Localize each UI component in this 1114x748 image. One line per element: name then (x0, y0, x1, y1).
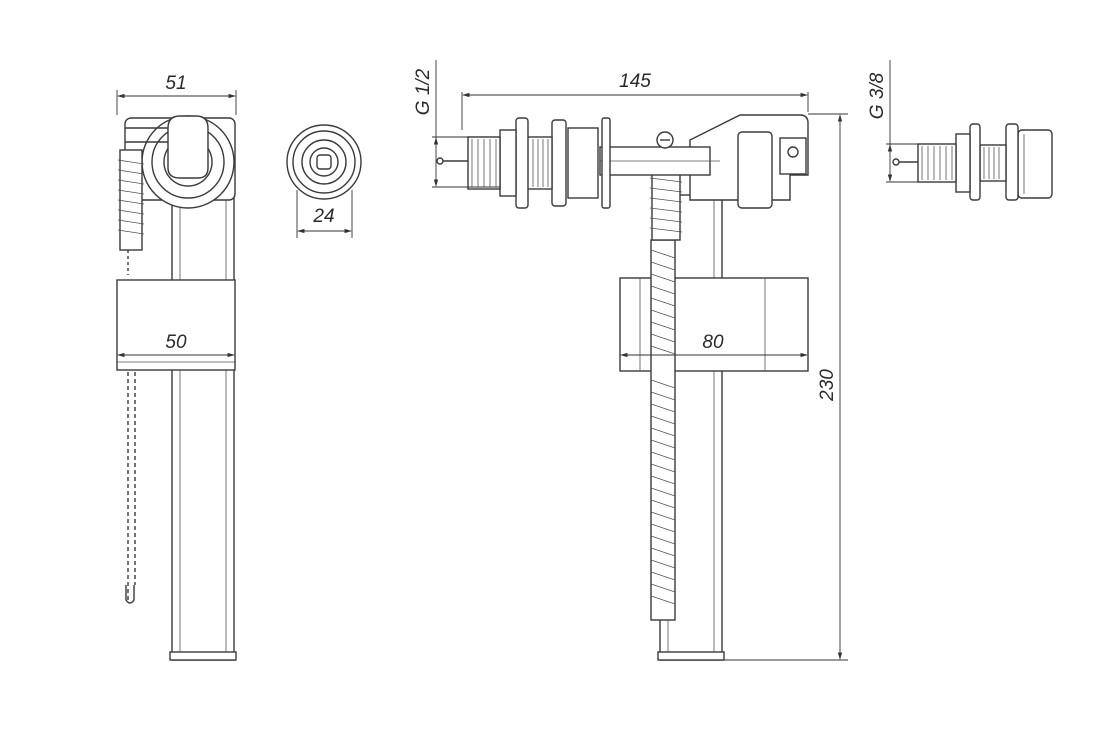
side-tube-base (169, 651, 237, 661)
front-view (436, 114, 809, 661)
front-rod (650, 239, 676, 621)
inlet-alt-dimension: G 3/8 (867, 60, 918, 183)
side-tube (171, 194, 235, 661)
inlet-alt-label: G 3/8 (867, 72, 888, 119)
front-length-dimension: 145 (461, 71, 809, 130)
side-float-dimension: 50 (117, 332, 235, 358)
front-height-dimension: 230 (724, 113, 848, 661)
front-float-label: 80 (702, 332, 724, 353)
front-float (619, 277, 809, 372)
side-width-dimension: 51 (116, 73, 237, 115)
side-spring (119, 149, 143, 251)
side-view (116, 115, 237, 661)
side-float-label: 50 (165, 332, 187, 353)
inlet-main-dimension: G 1/2 (413, 60, 500, 188)
side-elbow (167, 115, 209, 179)
front-length-label: 145 (619, 71, 651, 92)
side-width-label: 51 (165, 73, 186, 94)
front-float-dimension: 80 (620, 332, 808, 358)
alt-inlet-view (892, 123, 1053, 201)
side-float (116, 279, 236, 371)
nut-diameter-label: 24 (312, 206, 334, 227)
nut-view: 24 (286, 124, 362, 238)
front-height-label: 230 (817, 369, 838, 402)
inlet-main-label: G 1/2 (413, 68, 434, 115)
